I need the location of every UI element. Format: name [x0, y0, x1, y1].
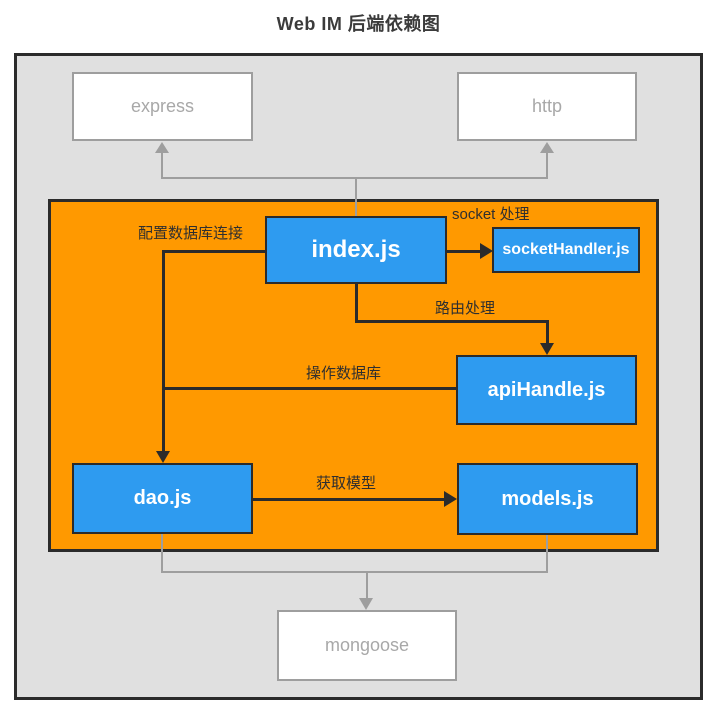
node-index-js: index.js: [265, 216, 447, 284]
node-models-js: models.js: [457, 463, 638, 535]
node-apihandle-js: apiHandle.js: [456, 355, 637, 425]
node-sockethandler-js-label: socketHandler.js: [502, 241, 630, 258]
arrowhead-to-http: [540, 142, 554, 153]
edge-index-to-apihandle-h: [355, 320, 549, 323]
node-mongoose: mongoose: [277, 610, 457, 681]
arrowhead-to-apihandle: [540, 343, 554, 355]
node-http-label: http: [531, 96, 563, 116]
edge-label-db-config: 配置数据库连接: [138, 225, 244, 242]
arrowhead-to-mongoose: [359, 598, 373, 610]
edge-to-http-segment: [546, 150, 548, 179]
diagram-title: Web IM 后端依赖图: [276, 14, 441, 34]
node-express-label: express: [130, 96, 195, 116]
edge-index-to-dao-v: [162, 250, 165, 451]
edge-index-to-apihandle-v2: [546, 320, 549, 344]
node-dao-js: dao.js: [72, 463, 253, 534]
node-dao-js-label: dao.js: [133, 487, 192, 509]
edge-label-db-operate: 操作数据库: [306, 365, 382, 382]
edge-index-to-sockethandler: [447, 250, 480, 253]
edge-apihandle-operate-db: [164, 387, 456, 390]
arrowhead-to-dao: [156, 451, 170, 463]
edge-label-route: 路由处理: [435, 300, 496, 317]
edge-dao-to-models: [253, 498, 444, 501]
node-mongoose-label: mongoose: [324, 635, 410, 655]
arrowhead-to-models: [444, 491, 457, 507]
edge-index-to-top-segment: [355, 179, 357, 216]
edge-index-to-apihandle-v1: [355, 284, 358, 323]
edge-label-socket: socket 处理: [452, 206, 530, 223]
arrowhead-to-sockethandler: [480, 243, 493, 259]
edge-to-mongoose-segment: [366, 573, 368, 599]
edge-index-to-dao-h: [163, 250, 265, 253]
edge-dao-down-segment: [161, 534, 163, 573]
edge-to-express-segment: [161, 150, 163, 179]
node-sockethandler-js: socketHandler.js: [492, 227, 640, 273]
node-index-js-label: index.js: [311, 236, 401, 263]
node-express: express: [72, 72, 253, 141]
edge-models-down-segment: [546, 535, 548, 573]
edge-top-horizontal: [162, 177, 548, 179]
edge-bottom-horizontal: [162, 571, 548, 573]
arrowhead-to-express: [155, 142, 169, 153]
edge-label-get-model: 获取模型: [316, 475, 377, 492]
node-models-js-label: models.js: [501, 487, 594, 510]
node-apihandle-js-label: apiHandle.js: [487, 378, 606, 401]
node-http: http: [457, 72, 637, 141]
